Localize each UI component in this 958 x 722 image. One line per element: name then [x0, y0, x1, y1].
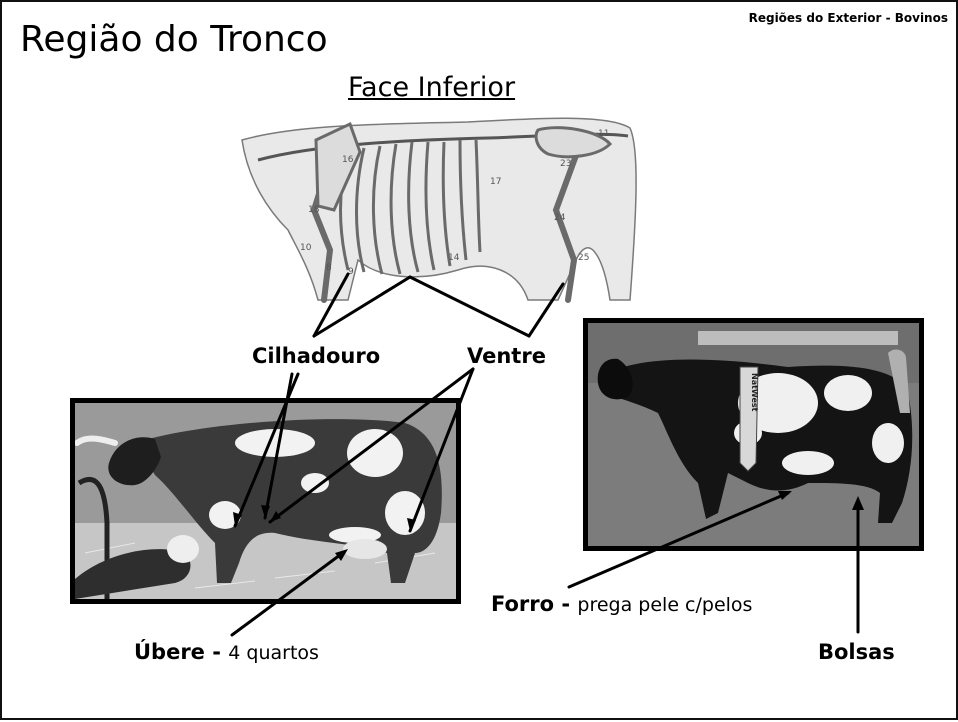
- sash-text: NatWest: [750, 373, 759, 412]
- header-label: Regiões do Exterior - Bovinos: [748, 11, 948, 25]
- skeleton-number: 14: [448, 253, 460, 263]
- ubere-description: 4 quartos: [228, 642, 319, 664]
- label-ubere: Úbere - 4 quartos: [134, 642, 319, 663]
- calf: [75, 549, 191, 599]
- slide-title: Região do Tronco: [20, 19, 328, 60]
- skeleton-number: 18: [308, 205, 320, 215]
- show-sash: [739, 366, 759, 472]
- skeleton-number: 11: [598, 129, 609, 139]
- scapula: [314, 121, 362, 212]
- skeleton-number: 16: [342, 155, 354, 165]
- label-ventre: Ventre: [467, 344, 546, 368]
- calf-head: [167, 535, 199, 563]
- pelvis: [534, 126, 613, 159]
- ubere-term: Úbere -: [134, 640, 221, 664]
- gate-rail: [77, 476, 110, 599]
- skeleton-numbers: 11 16 17 18 23 24 25 8 9 10 14: [300, 129, 609, 277]
- bull-photo: NatWest: [583, 318, 924, 551]
- handler: [888, 349, 910, 413]
- cow-with-calf-photo: [70, 398, 461, 604]
- section-subtitle: Face Inferior: [348, 72, 516, 103]
- skeleton-number: 8: [326, 263, 332, 273]
- skeleton-number: 24: [554, 213, 566, 223]
- skeleton-illustration: 11 16 17 18 23 24 25 8 9 10 14: [238, 110, 642, 306]
- label-bolsas: Bolsas: [818, 640, 895, 664]
- bull-head: [597, 358, 633, 400]
- cow-head: [108, 437, 161, 486]
- forro-description: prega pele c/pelos: [577, 594, 753, 616]
- ribs: [339, 139, 482, 275]
- building-windows: [698, 331, 898, 345]
- skeleton-number: 25: [578, 253, 589, 263]
- skeleton-number: 9: [348, 267, 354, 277]
- skeleton-number: 10: [300, 243, 312, 253]
- label-cilhadouro: Cilhadouro: [252, 344, 381, 368]
- cow-horn: [75, 435, 118, 446]
- skeleton-number: 23: [560, 159, 571, 169]
- udder: [343, 539, 387, 559]
- forro-term: Forro -: [491, 592, 571, 616]
- skeleton-number: 17: [490, 177, 501, 187]
- label-forro: Forro - prega pele c/pelos: [491, 594, 752, 615]
